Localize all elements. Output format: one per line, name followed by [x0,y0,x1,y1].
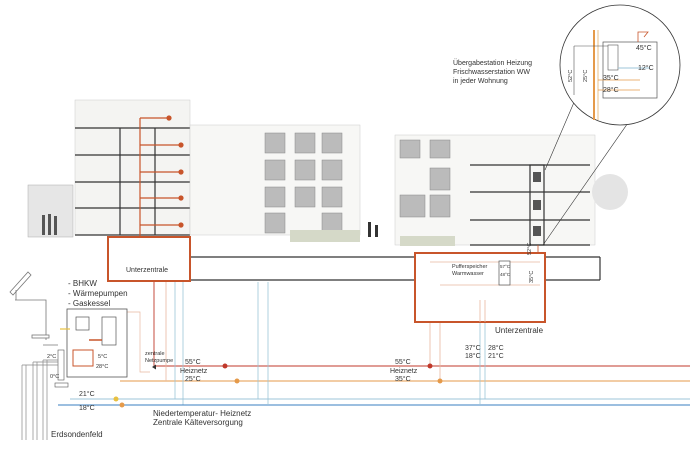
temp-label: 2°C [47,354,56,360]
generation-plant [54,308,128,388]
temp-label: 25°C [185,375,201,383]
heiznetz-label: Heiznetz [390,368,418,375]
temp-label: 37°C [465,344,481,352]
temp-label: 57°C [500,264,511,269]
buffer-label: Pufferspeicher [452,264,488,270]
building-right [394,134,628,246]
temp-label: 18°C [79,404,95,412]
temp-label: 35°C [529,271,535,283]
station-title: in jeder Wohnung [453,78,508,85]
generator-list-item: - Wärmepumpen [68,289,128,298]
buffer-tank [498,260,511,286]
pump-icon [152,364,156,370]
temp-label: 35°C [603,74,619,82]
temp-label: 28°C [96,364,108,370]
temp-label: 28°C [488,344,504,352]
temp-label: 5°C [98,354,107,360]
generator-list-item: - Gaskessel [68,299,110,308]
network-label: Niedertemperatur- Heiznetz [153,409,251,418]
temp-label: 21°C [79,390,95,398]
temp-label: 48°C [500,272,511,277]
temp-label: 52°C [527,243,533,255]
temp-label: 28°C [603,86,619,94]
temp-label: 25°C [583,70,589,82]
temp-label: 55°C [185,358,201,366]
heiznetz-label: Heiznetz [180,368,208,375]
borehole-label: Erdsondenfeld [51,430,103,439]
detail-magnifier: 45°C 12°C 35°C 28°C 52°C 25°C [542,4,681,246]
heating-network [58,245,690,408]
temp-label: 45°C [636,44,652,52]
temp-label: 52°C [568,70,574,82]
generator-list-item: - BHKW [68,279,97,288]
network-label: Zentrale Kälteversorgung [153,418,243,427]
unterzentrale-left-box [107,236,191,282]
temp-label: 0°C [50,374,59,380]
pump-label: Netzpumpe [145,358,173,364]
temp-label: 18°C [465,352,481,360]
building-left [27,99,191,238]
pump-label: zentrale [145,351,165,357]
building-middle [189,124,378,242]
temp-label: 12°C [638,64,654,72]
buffer-label: Warmwasser [452,271,484,277]
station-title: Übergabestation Heizung [453,59,532,67]
temp-label: 35°C [395,375,411,383]
temp-label: 21°C [488,352,504,360]
riser-left [139,115,184,237]
unterzentrale-left-label: Unterzentrale [126,267,168,274]
solar-collector [9,271,58,346]
temp-label: 55°C [395,358,411,366]
station-title: Frischwasserstation WW [453,69,530,76]
borehole-field [21,359,58,440]
unterzentrale-right-label: Unterzentrale [495,326,544,335]
